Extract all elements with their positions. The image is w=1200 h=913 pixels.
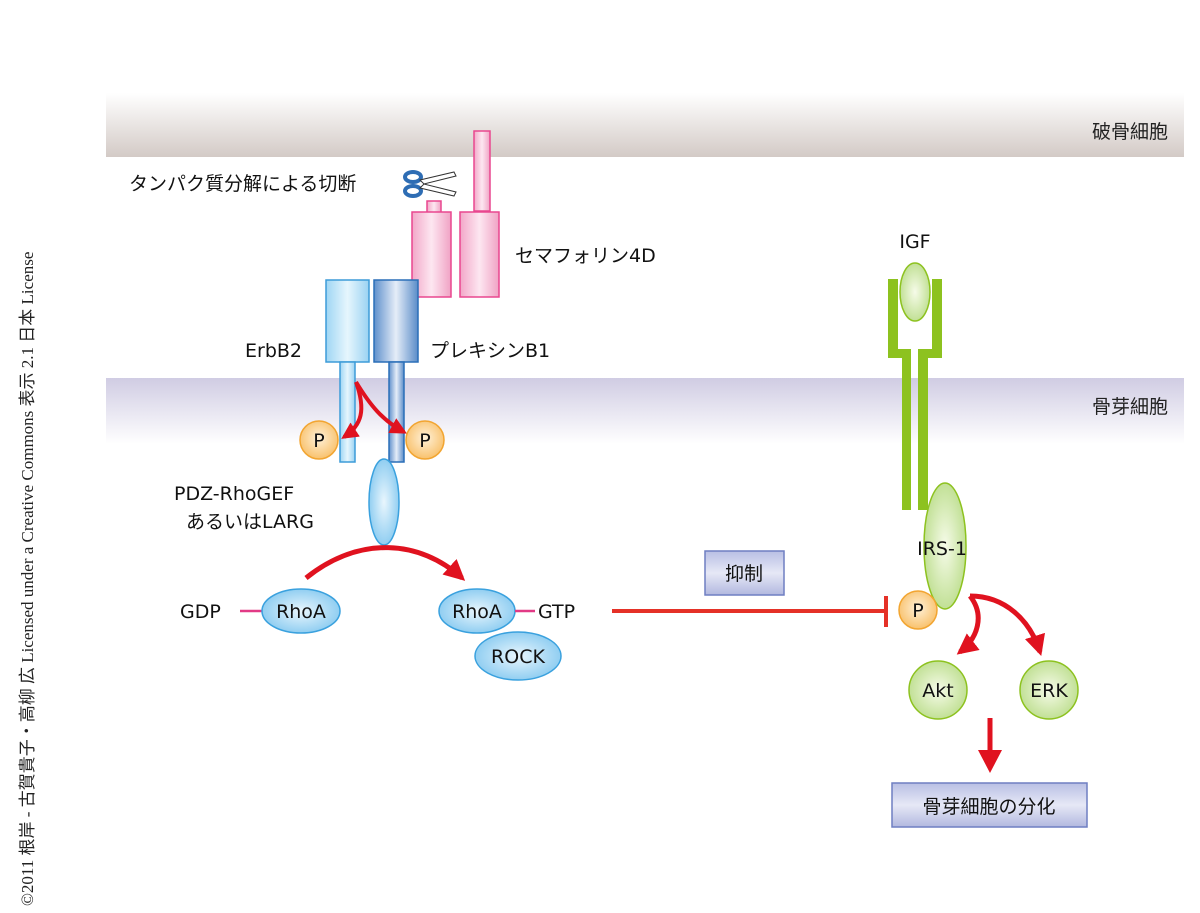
inhibition-line [612, 596, 888, 627]
phospho-erbb2: P [299, 420, 339, 460]
osteoclast-zone: 破骨細胞 [106, 93, 1184, 157]
svg-text:ERK: ERK [1030, 680, 1068, 702]
license-credit: ©2011 根岸 - 古賀貴子・高柳 広 Licensed under a Cr… [18, 252, 37, 906]
igf-label: IGF [899, 231, 930, 253]
phospho-irs1: P [898, 590, 938, 630]
igf-ligand [899, 262, 931, 322]
igf-receptor [888, 279, 942, 510]
gtp-label: GTP [538, 601, 575, 623]
erk: ERK [1019, 660, 1079, 720]
svg-text:IRS-1: IRS-1 [917, 538, 967, 560]
gef-label-line2: あるいはLARG [186, 511, 314, 533]
rhoa-activation-arrow [304, 545, 466, 581]
phospho-plexin: P [405, 420, 445, 460]
svg-text:骨芽細胞の分化: 骨芽細胞の分化 [922, 796, 1055, 818]
rhoa-inactive: RhoA [261, 588, 341, 634]
rock: ROCK [474, 631, 562, 681]
arrow-to-erk [969, 593, 1046, 657]
osteoblast-label: 骨芽細胞 [1092, 396, 1168, 418]
gef-protein [368, 458, 400, 546]
gef-label-line1: PDZ-RhoGEF [174, 483, 294, 505]
semaphorin-4d [411, 130, 500, 298]
svg-text:RhoA: RhoA [276, 601, 326, 623]
svg-text:抑制: 抑制 [725, 563, 763, 585]
rhoa-active: RhoA [438, 588, 516, 634]
arrow-to-differentiation-head [978, 750, 1002, 773]
svg-text:P: P [912, 600, 923, 622]
osteoblast-zone: 骨芽細胞 [106, 378, 1184, 444]
svg-text:RhoA: RhoA [452, 601, 502, 623]
akt: Akt [908, 660, 968, 720]
gdp-label: GDP [180, 601, 221, 623]
cleavage-label: タンパク質分解による切断 [129, 173, 356, 195]
inhibition-box: 抑制 [704, 550, 785, 596]
scissors-icon [403, 170, 457, 198]
semaphorin-label: セマフォリン4D [515, 245, 656, 267]
differentiation-box: 骨芽細胞の分化 [891, 782, 1088, 828]
svg-text:P: P [313, 430, 324, 452]
phospho-arrow-plexin [354, 380, 407, 434]
osteoclast-label: 破骨細胞 [1092, 121, 1168, 143]
svg-text:ROCK: ROCK [491, 646, 545, 668]
svg-text:Akt: Akt [922, 680, 953, 702]
arrow-to-akt [956, 594, 981, 655]
erbb2-label: ErbB2 [245, 340, 302, 362]
plexin-b1-receptor [373, 279, 419, 463]
svg-text:P: P [419, 430, 430, 452]
plexin-label: プレキシンB1 [430, 340, 550, 362]
irs1: IRS-1 [917, 482, 967, 610]
